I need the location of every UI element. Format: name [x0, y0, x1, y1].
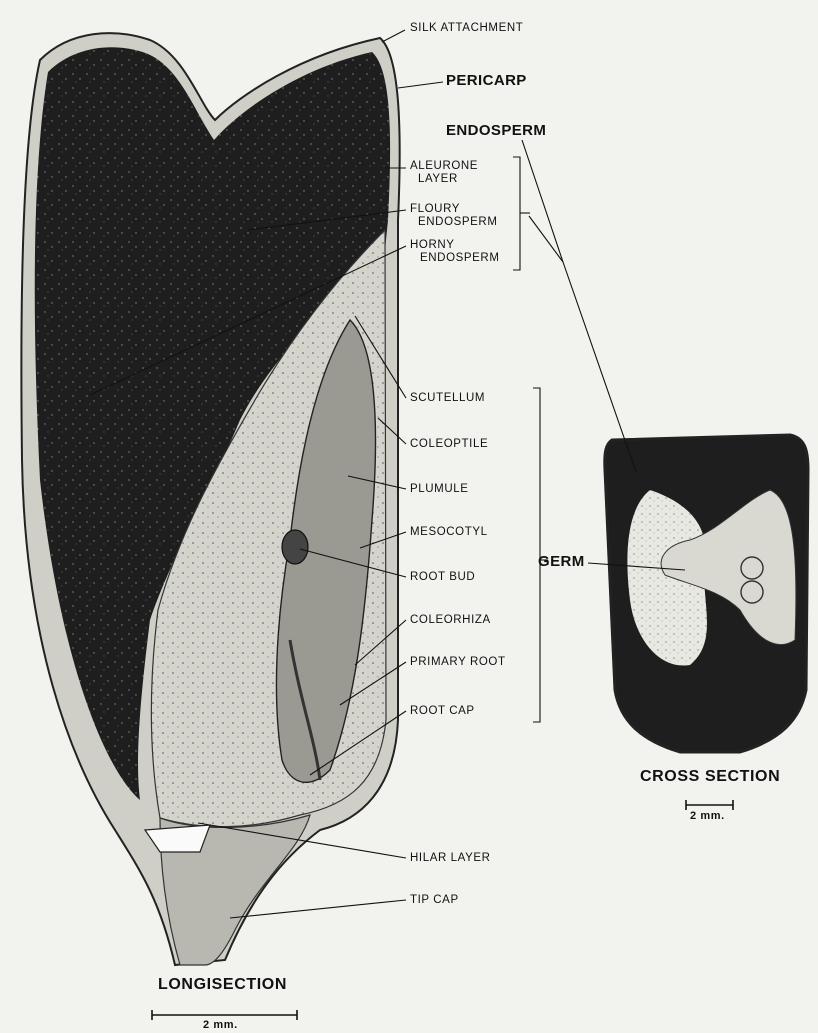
scale-label-cross-section: 2 mm.: [690, 810, 725, 823]
label-germ: GERM: [538, 555, 585, 568]
label-hilar-layer: HILAR LAYER: [410, 852, 491, 865]
label-scutellum: SCUTELLUM: [410, 392, 485, 405]
label-mesocotyl: MESOCOTYL: [410, 526, 488, 539]
label-primary-root: PRIMARY ROOT: [410, 656, 506, 669]
label-horny-endosperm: HORNY ENDOSPERM: [410, 239, 500, 265]
caption-longisection: LONGISECTION: [158, 978, 287, 991]
label-aleurone-layer: ALEURONE LAYER: [410, 160, 478, 186]
label-horny-line1: HORNY: [410, 239, 500, 252]
label-tip-cap: TIP CAP: [410, 894, 459, 907]
label-silk-attachment: SILK ATTACHMENT: [410, 22, 523, 35]
label-floury-line2: ENDOSPERM: [410, 216, 498, 229]
label-pericarp: PERICARP: [446, 74, 527, 87]
label-coleorhiza: COLEORHIZA: [410, 614, 491, 627]
label-root-bud: ROOT BUD: [410, 571, 475, 584]
root-bud: [282, 530, 308, 564]
label-coleoptile: COLEOPTILE: [410, 438, 488, 451]
cross-section-kernel: [605, 435, 808, 752]
scale-label-longisection: 2 mm.: [203, 1019, 238, 1032]
label-root-cap: ROOT CAP: [410, 705, 475, 718]
label-horny-line2: ENDOSPERM: [410, 252, 500, 265]
label-floury-line1: FLOURY: [410, 203, 498, 216]
label-floury-endosperm: FLOURY ENDOSPERM: [410, 203, 498, 229]
caption-cross-section: CROSS SECTION: [640, 770, 780, 783]
label-aleurone-line2: LAYER: [410, 173, 478, 186]
label-endosperm: ENDOSPERM: [446, 124, 546, 137]
label-plumule: PLUMULE: [410, 483, 469, 496]
label-aleurone-line1: ALEURONE: [410, 160, 478, 173]
scale-bar-cross-section: [686, 800, 733, 810]
